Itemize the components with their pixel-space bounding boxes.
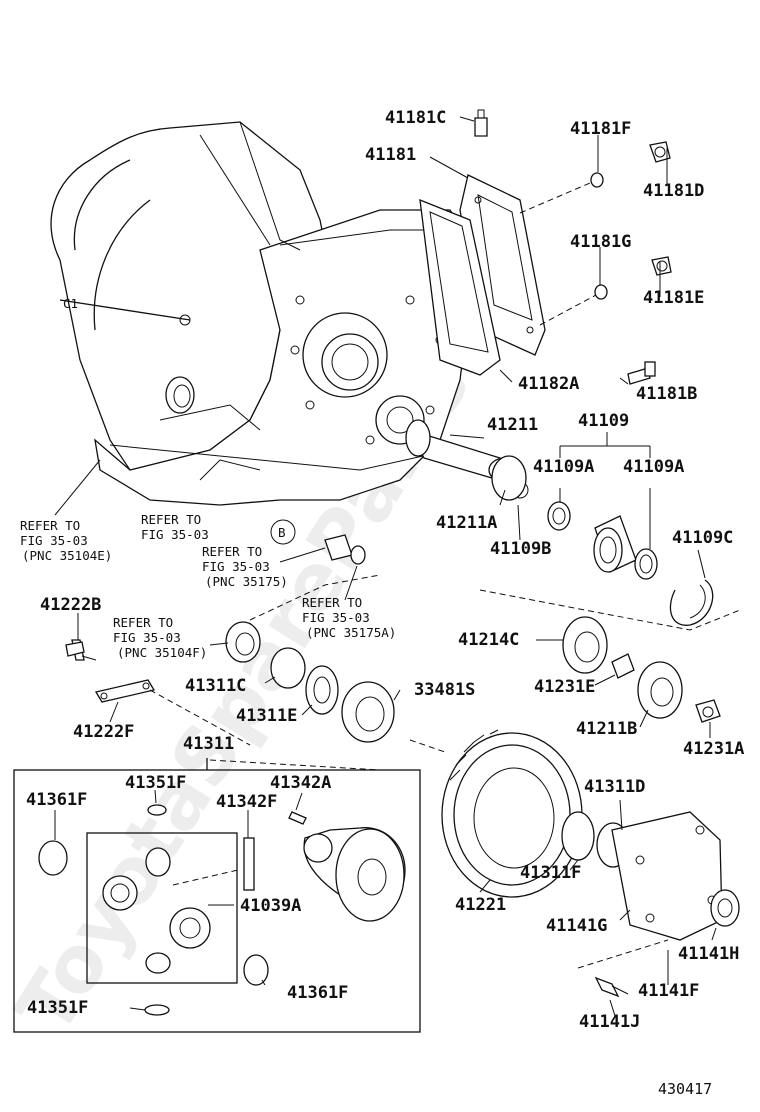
washer-41351F-bottom [144, 1004, 170, 1016]
label-41351F-bottom: 41351F [27, 998, 88, 1018]
washer-41361F-left [38, 840, 68, 876]
label-41181B: 41181B [636, 384, 697, 404]
ref4-line3: (PNC 35175A) [306, 625, 396, 640]
bearing-41311E [305, 665, 339, 715]
shim-41311C [270, 647, 306, 689]
ref4-line1: REFER TO [302, 595, 362, 610]
nut-41231A [695, 699, 721, 723]
bolt-41222B [65, 639, 97, 661]
spacer-41231E [611, 653, 635, 679]
lock-plate-41222F [94, 679, 156, 703]
label-41361F-bottom: 41361F [287, 983, 348, 1003]
ref2-line1: REFER TO [141, 512, 201, 527]
snap-ring-41211A [491, 455, 527, 501]
ref4-line2: FIG 35-03 [302, 610, 370, 625]
label-41141F: 41141F [638, 981, 699, 1001]
leader-lines [54, 116, 717, 1017]
label-41181C: 41181C [385, 108, 446, 128]
label-41109A-left: 41109A [533, 457, 594, 477]
case-marker: C1 [63, 296, 78, 311]
race-41214C [562, 616, 608, 674]
washer-41361F-bottom [243, 954, 269, 986]
label-41181F: 41181F [570, 119, 631, 139]
label-41211B: 41211B [576, 719, 637, 739]
label-41141J: 41141J [579, 1012, 640, 1032]
label-41311F: 41311F [520, 863, 581, 883]
label-41109: 41109 [578, 411, 629, 431]
label-41181G: 41181G [570, 232, 631, 252]
label-41181: 41181 [365, 145, 416, 165]
label-41311E: 41311E [236, 706, 297, 726]
plug-41181C [474, 109, 488, 137]
ref1-line1: REFER TO [20, 518, 80, 533]
label-41141G: 41141G [546, 916, 607, 936]
figure-number: 430417 [658, 1080, 712, 1098]
label-41141H: 41141H [678, 944, 739, 964]
label-41222F: 41222F [73, 722, 134, 742]
gasket-41181F [590, 172, 604, 188]
differential-assembly-box [13, 758, 421, 1033]
reference-notes: REFER TO FIG 35-03 (PNC 35104E) REFER TO… [20, 512, 396, 660]
label-41109C: 41109C [672, 528, 733, 548]
transaxle-case: C1 [50, 121, 471, 506]
differential-case [303, 827, 406, 922]
pinion-gear-set [102, 847, 211, 974]
ref5-line1: REFER TO [113, 615, 173, 630]
speedometer-driven-gear-ref [324, 534, 366, 565]
washer-41351F-top [147, 804, 167, 816]
bearing-41311F [561, 811, 595, 861]
label-41351F-top: 41351F [125, 773, 186, 793]
pin-41342A [288, 811, 307, 825]
label-41181E: 41181E [643, 288, 704, 308]
ref3-line1: REFER TO [202, 544, 262, 559]
ref2-line2: FIG 35-03 [141, 527, 209, 542]
label-41182A: 41182A [518, 374, 579, 394]
label-41222B: 41222B [40, 595, 101, 615]
ref5-line3: (PNC 35104F) [117, 645, 207, 660]
label-41211: 41211 [487, 415, 538, 435]
oil-seal-33481S [341, 681, 395, 743]
bearing-41211B [637, 661, 683, 719]
pin-41342F [243, 837, 255, 891]
gasket-41181G [594, 284, 608, 300]
bolt-41141J [594, 976, 629, 998]
ref5-line2: FIG 35-03 [113, 630, 181, 645]
oil-seal-ref [225, 621, 261, 663]
label-41311D: 41311D [584, 777, 645, 797]
transmission-case-41141G [611, 811, 723, 941]
label-41211A: 41211A [436, 513, 497, 533]
label-41221: 41221 [455, 895, 506, 915]
race-41109A-right [634, 548, 658, 580]
race-41109A-left [547, 501, 571, 531]
snap-ring-41109C [669, 579, 714, 626]
label-41311C: 41311C [185, 676, 246, 696]
label-41039A: 41039A [240, 896, 301, 916]
label-41109A-right: 41109A [623, 457, 684, 477]
label-41181D: 41181D [643, 181, 704, 201]
bearing-41109 [593, 515, 637, 573]
label-41231A: 41231A [683, 739, 744, 759]
part-labels: 41181C 41181F 41181 41181D 41181G 41181E… [26, 108, 744, 1032]
plug-41181D [649, 141, 671, 163]
bolt-41181B [627, 361, 656, 385]
label-41214C: 41214C [458, 630, 519, 650]
ref3-line3: (PNC 35175) [205, 574, 288, 589]
ref3-line2: FIG 35-03 [202, 559, 270, 574]
gasket-41182A [419, 198, 501, 376]
label-41361F-left: 41361F [26, 790, 87, 810]
oil-seal-41141H [710, 889, 740, 927]
label-41342F: 41342F [216, 792, 277, 812]
ref1-line3: (PNC 35104E) [22, 548, 112, 563]
label-33481S: 33481S [414, 680, 475, 700]
label-41231E: 41231E [534, 677, 595, 697]
label-41109B: 41109B [490, 539, 551, 559]
ref2-tag: B [278, 525, 286, 540]
plug-41181E [651, 256, 672, 276]
label-41311: 41311 [183, 734, 234, 754]
ref1-line2: FIG 35-03 [20, 533, 88, 548]
label-41342A: 41342A [270, 773, 331, 793]
